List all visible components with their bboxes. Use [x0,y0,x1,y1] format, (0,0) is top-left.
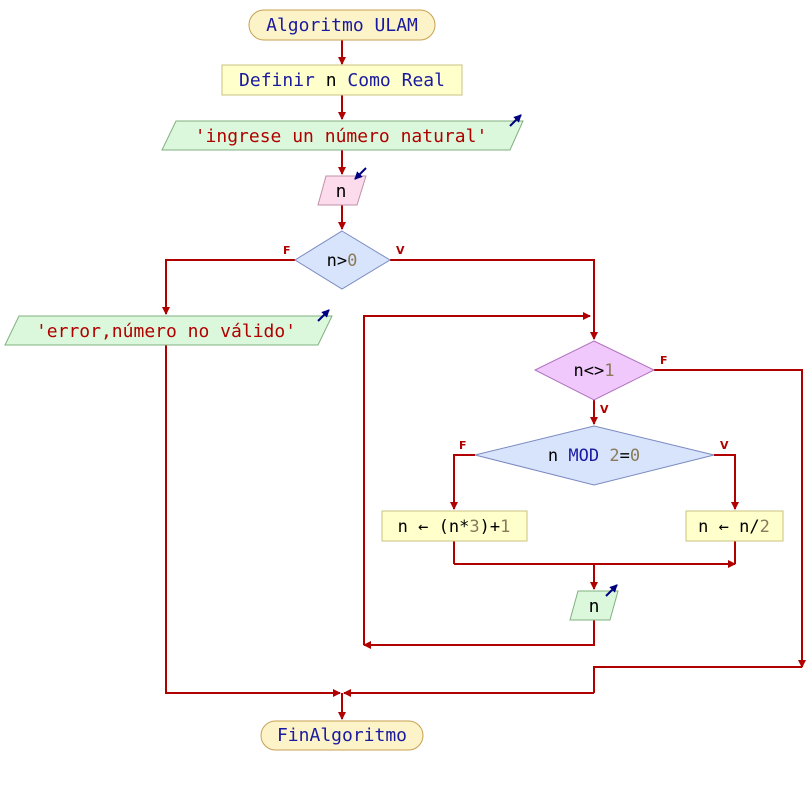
assign-triple-plus-one: n ← (n*3)+1 [381,510,528,542]
cond1-num: 0 [347,251,357,271]
define-var: n [326,70,337,91]
cond3-op: = [620,446,630,466]
prompt-text: 'ingrese un número natural' [195,126,488,147]
assign-false-num: 3 [469,517,479,537]
assign-false-open: ( [439,517,449,537]
write-output: n [569,584,619,621]
cond3-mod: MOD [568,446,599,466]
error-text: 'error,número no válido' [36,321,296,342]
cond3-true-label: V [720,439,729,452]
svg-text:n ← n/2: n ← n/2 [698,517,770,537]
assign-true-var2: n [739,517,749,537]
cond3-num2: 0 [630,446,640,466]
input-arrow-icon [354,167,367,180]
cond1-true-label: V [396,244,405,257]
cond2-false-label: F [660,354,668,367]
svg-text:Definir n Como: Definir n Como Real [239,70,445,91]
cond3-num: 2 [609,446,619,466]
arrow-cond1-false [162,259,295,315]
arrow-loop-back [363,312,591,645]
arrow-cond3-false [450,454,475,510]
assign-false-plus: + [490,517,500,537]
line-cond2-false-to-join [593,666,802,693]
svg-text:n ← (n*3)+1: n ← (n*3)+1 [398,517,511,537]
assign-true-num: 2 [760,517,770,537]
line-loop-back-bottom [364,620,595,646]
assign-half: n ← n/2 [685,510,784,542]
decision-n-even: n MOD 2=0 F V [459,425,729,486]
svg-text:n<>1: n<>1 [574,361,615,381]
svg-text:Algoritmo ULAM: Algoritmo ULAM [266,15,418,36]
cond1-false-label: F [283,244,291,257]
assign-false-star: * [459,517,469,537]
algorithm-name: ULAM [375,15,419,36]
end-text: FinAlgoritmo [277,725,407,746]
arrow-cond2-false [654,369,806,668]
cond2-num: 1 [604,361,614,381]
svg-text:n MOD 2=0: n MOD 2=0 [548,446,640,466]
assign-false-close: ) [480,517,490,537]
algorithm-keyword: Algoritmo [266,15,364,36]
decision-n-positive: n>0 F V [283,230,405,290]
connectors [162,40,806,720]
cond1-op: > [337,251,347,271]
assign-true-slash: / [749,517,759,537]
output-arrow-icon [317,309,330,322]
assign-false-var: n [398,517,408,537]
define-keyword: Definir [239,70,315,91]
cond1-var: n [327,251,337,271]
define-como: Como [347,70,390,91]
assign-false-num2: 1 [500,517,510,537]
read-input: n [317,167,367,206]
start-terminal: Algoritmo ULAM [248,9,436,41]
svg-text:n>0: n>0 [327,251,358,271]
define-type: Real [402,70,445,91]
assign-false-var2: n [449,517,459,537]
cond3-false-label: F [459,439,467,452]
assign-true-var: n [698,517,708,537]
assign-true-arrow: ← [719,517,729,537]
prompt-output: 'ingrese un número natural' [161,114,524,151]
end-terminal: FinAlgoritmo [260,720,424,751]
loop-decision-n-not-one: n<>1 F V [533,340,668,416]
cond2-var: n [574,361,584,381]
arrow-cond3-true [714,454,739,510]
assign-false-arrow: ← [418,517,428,537]
output-arrow-icon [509,114,522,127]
read-var: n [336,181,347,202]
output-arrow-icon [605,584,618,597]
cond2-op: <> [584,361,604,381]
define-process: Definir n Como Real [221,64,463,96]
write-var: n [589,596,600,617]
arrow-error-to-join [165,345,341,697]
cond2-true-label: V [600,403,609,416]
error-output: 'error,número no válido' [4,309,333,346]
arrow-cond1-true [390,259,598,340]
cond3-var: n [548,446,558,466]
